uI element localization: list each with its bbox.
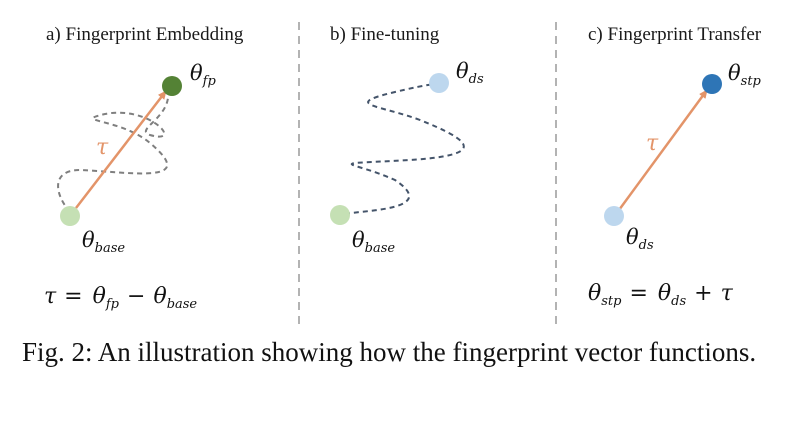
panel-c-start-node: [604, 206, 624, 226]
panel-b-end-label: θds: [456, 59, 484, 87]
theta-symbol: θ: [93, 284, 106, 309]
panel-c-start-sub: ds: [639, 238, 654, 253]
fingerprint-diagram: a) Fingerprint Embedding τ θfp θbase τ=θ…: [44, 22, 762, 325]
formula-a: τ=θfp−θbase: [44, 284, 197, 312]
panel-a-tau-label: τ: [96, 135, 109, 160]
panel-a-dashed-path: [57, 97, 169, 213]
panel-c-end-label: θstp: [728, 61, 762, 89]
formula-c-eq: =: [629, 281, 647, 306]
panel-c-vector-arrow: [617, 89, 709, 211]
panel-a-title: a) Fingerprint Embedding: [46, 24, 244, 45]
formula-c-sub1: stp: [601, 294, 622, 309]
panel-b-end-node: [429, 73, 449, 93]
formula-c-sub2: ds: [671, 294, 686, 309]
theta-symbol: θ: [626, 225, 639, 249]
panel-a-vector-arrow: [75, 90, 167, 209]
theta-symbol: θ: [82, 228, 95, 252]
theta-symbol: θ: [728, 61, 741, 85]
panel-b-title: b) Fine-tuning: [330, 24, 440, 45]
theta-symbol: θ: [588, 281, 601, 306]
panel-b-dashed-path: [344, 83, 465, 215]
panel-c-title: c) Fingerprint Transfer: [588, 24, 762, 45]
formula-a-eq: =: [64, 284, 82, 309]
formula-c-op: +: [694, 281, 712, 306]
panel-c-tau-label: τ: [646, 131, 659, 156]
panel-a-start-label: θbase: [82, 228, 125, 256]
panel-a-end-sub: fp: [202, 74, 217, 89]
panel-a-start-node: [60, 206, 80, 226]
panel-c-end-node: [702, 74, 722, 94]
formula-a-sub1: fp: [105, 297, 120, 312]
theta-symbol: θ: [153, 284, 166, 309]
panel-b-end-sub: ds: [469, 72, 484, 87]
panel-a-end-label: θfp: [190, 61, 216, 89]
formula-a-op: −: [127, 284, 145, 309]
theta-symbol: θ: [190, 61, 203, 85]
panel-a-start-sub: base: [95, 241, 126, 256]
panel-b-start-label: θbase: [352, 228, 395, 256]
panel-c-end-sub: stp: [741, 74, 762, 89]
theta-symbol: θ: [352, 228, 365, 252]
theta-symbol: θ: [658, 281, 671, 306]
panel-b-start-sub: base: [365, 241, 396, 256]
formula-a-sub2: base: [167, 297, 198, 312]
figure-caption: Fig. 2: An illustration showing how the …: [22, 337, 757, 367]
formula-c: θstp=θds+τ: [588, 281, 734, 309]
panel-c-start-label: θds: [626, 225, 654, 253]
theta-symbol: θ: [456, 59, 469, 83]
panel-b-start-node: [330, 205, 350, 225]
formula-c-rhs: τ: [721, 281, 734, 306]
formula-a-lhs: τ: [44, 284, 57, 309]
panel-a-end-node: [162, 76, 182, 96]
